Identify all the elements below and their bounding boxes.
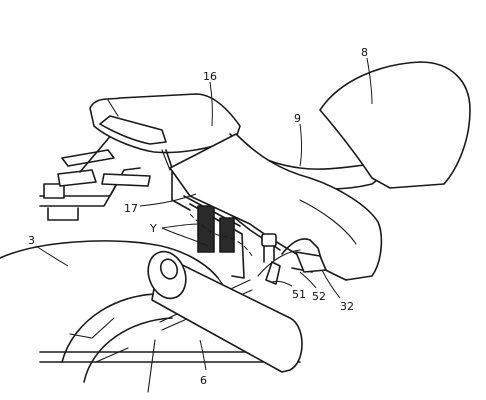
rear-cowl — [89, 93, 241, 171]
label-Y: Y — [149, 222, 157, 235]
tail-assembly — [39, 119, 151, 221]
leader-lines — [35, 57, 373, 371]
label-52: 52 — [312, 290, 326, 303]
muffler — [147, 250, 303, 373]
label-3: 3 — [28, 234, 35, 247]
label-51: 51 — [292, 288, 306, 301]
label-32: 32 — [340, 300, 354, 313]
label-16: 16 — [203, 70, 217, 83]
label-9: 9 — [294, 112, 301, 125]
label-6: 6 — [200, 374, 207, 387]
label-17: 17 — [124, 202, 138, 215]
rear-brake-assembly — [257, 233, 327, 285]
label-8: 8 — [361, 46, 368, 59]
rear-wheel — [0, 240, 243, 393]
reference-labels: 8 16 9 17 Y 3 51 52 32 6 — [28, 46, 368, 387]
fuel-tank — [319, 61, 471, 189]
